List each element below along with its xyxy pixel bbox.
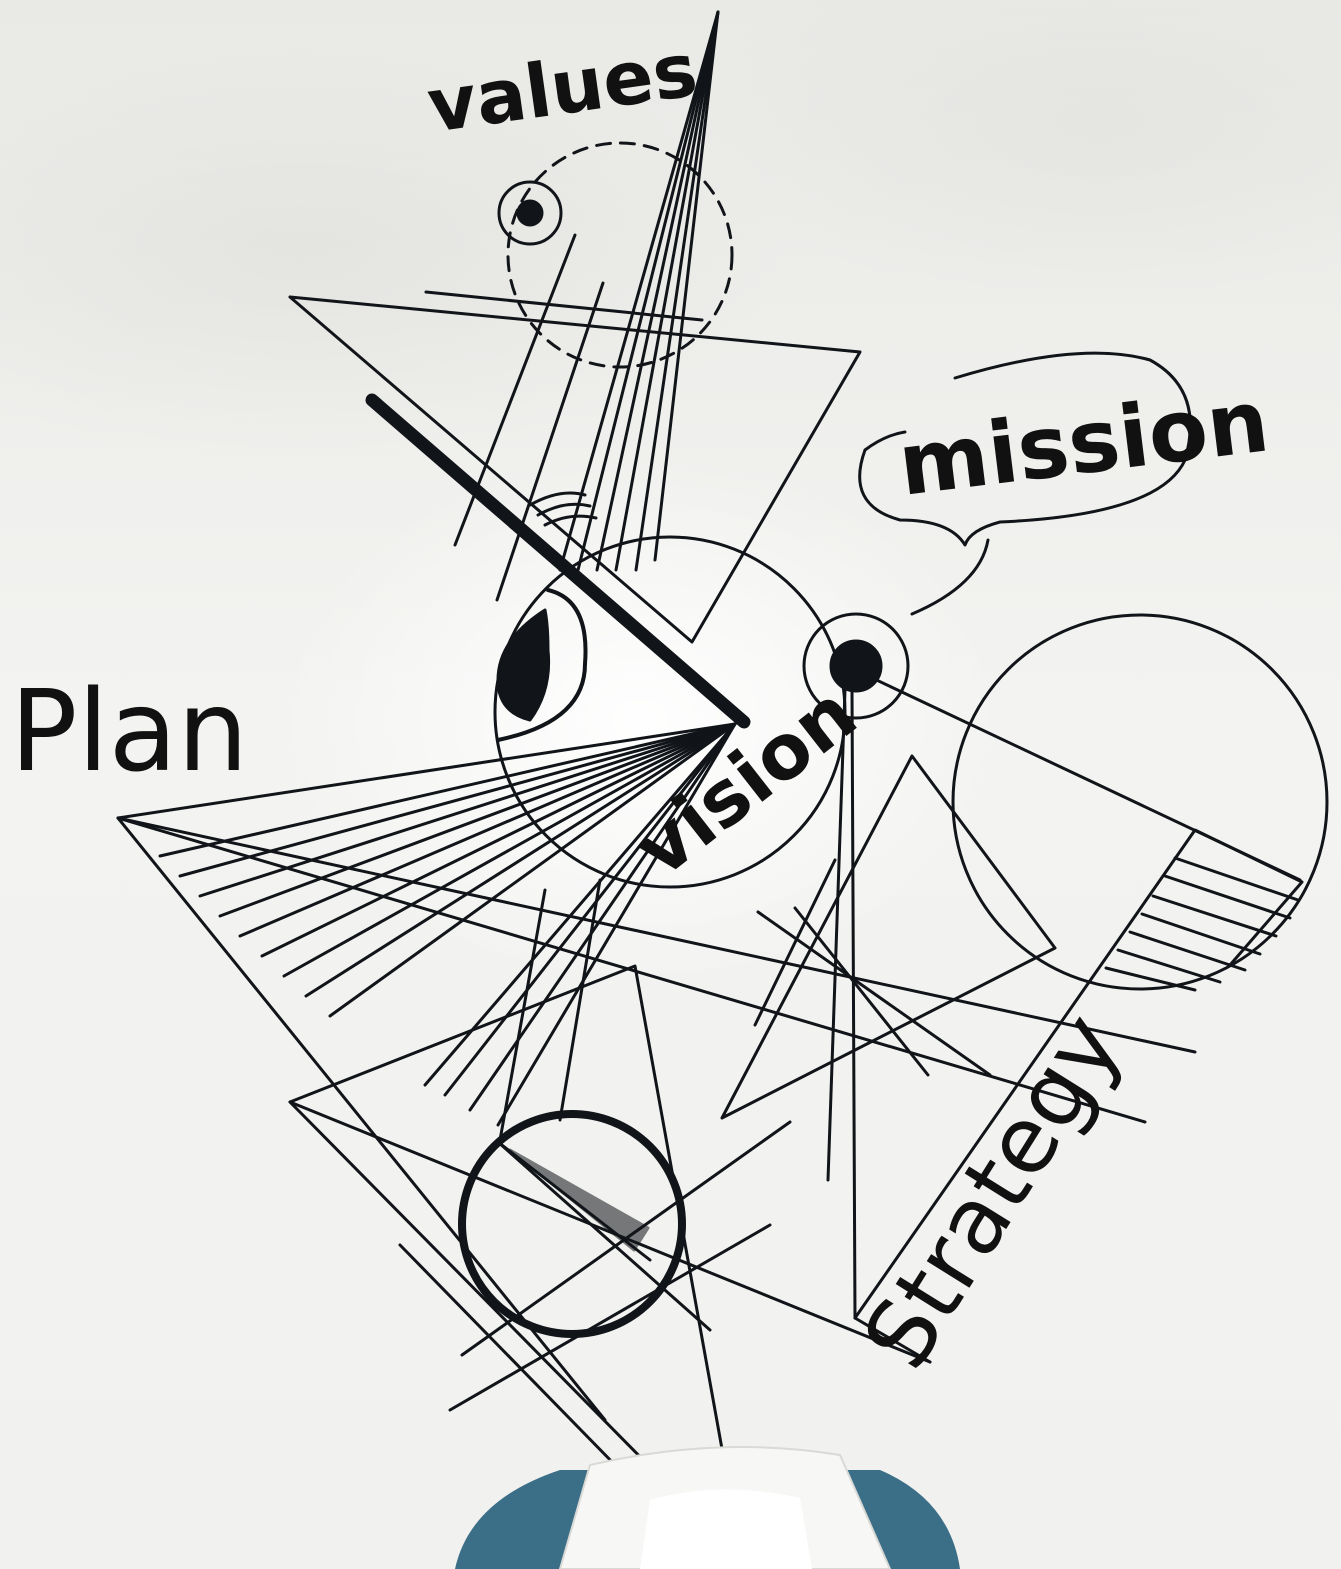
label-values: values (423, 27, 703, 150)
label-mission: mission (893, 371, 1274, 516)
label-strategy: Strategy (843, 996, 1143, 1387)
strategy-hatching (1106, 858, 1298, 990)
upper-triangle (290, 297, 860, 642)
person-shoulders (455, 1447, 960, 1569)
values-target-icon (499, 143, 732, 367)
lower-circle-icon (462, 1114, 710, 1334)
label-plan: Plan (10, 667, 248, 797)
